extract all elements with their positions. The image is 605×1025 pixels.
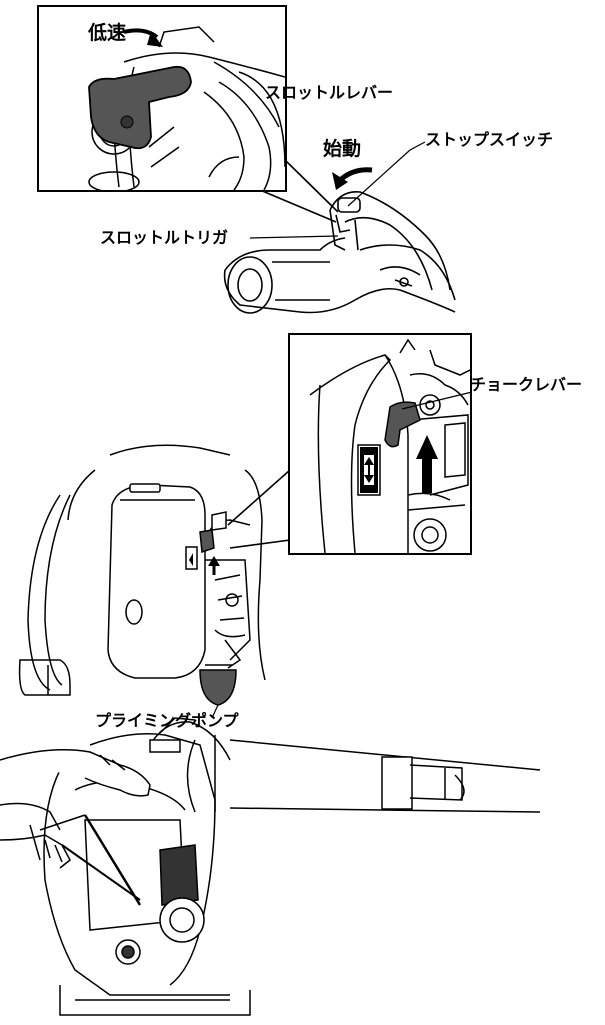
stop-switch-label: ストップスイッチ	[425, 130, 554, 149]
start-arrow-head	[332, 172, 348, 190]
priming-pump-label: プライミングポンプ	[95, 711, 239, 730]
low-speed-label: 低速	[88, 22, 127, 44]
priming-pump-leader	[211, 704, 219, 719]
choke-lever-label: チョークレバー	[470, 375, 583, 394]
inset2-connector-a	[227, 469, 291, 526]
choke-lever-inset-art	[309, 338, 470, 553]
throttle-lever-inset	[37, 5, 287, 192]
operator-blower-figure	[0, 717, 541, 1016]
handle-throttle-figure	[223, 191, 456, 314]
engine-choke-figure	[18, 444, 266, 696]
stop-switch-leader	[347, 141, 426, 207]
throttle-lever-part	[88, 65, 192, 150]
throttle-lever-inset-art	[88, 26, 285, 190]
throttle-lever-label: スロットルレバー	[265, 83, 394, 102]
choke-lever-inset	[288, 333, 472, 555]
inset1-connector-b	[259, 189, 337, 223]
start-label: 始動	[323, 138, 362, 160]
choke-indicator-small	[189, 553, 195, 566]
priming-pump-bulb	[199, 669, 237, 706]
inset1-connector-a	[284, 159, 339, 213]
choke-arrow-small-head	[208, 556, 220, 566]
throttle-trigger-label: スロットルトリガ	[100, 228, 229, 247]
throttle-trigger-leader	[249, 235, 339, 239]
inset2-connector-b	[229, 539, 291, 549]
